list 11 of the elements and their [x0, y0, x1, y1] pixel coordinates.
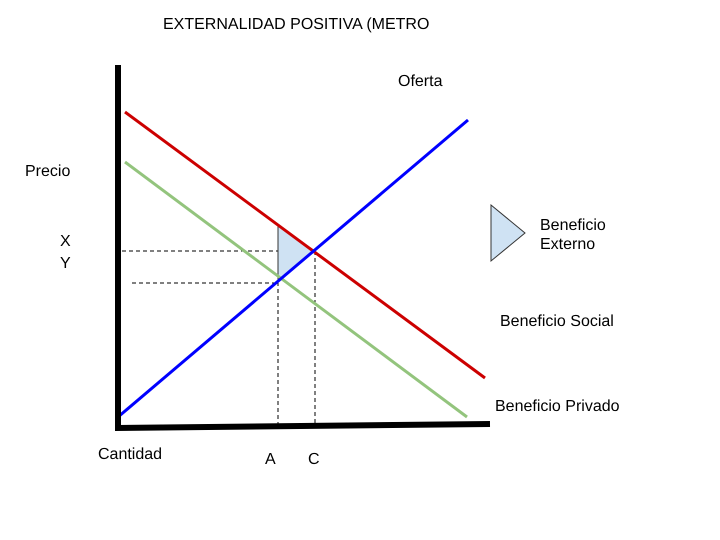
curve-label: Oferta [398, 72, 442, 91]
legend-label: Beneficio Externo [540, 216, 607, 254]
curve-label: Beneficio Social [500, 312, 614, 331]
title: EXTERNALIDAD POSITIVA (METRO [163, 15, 430, 34]
price-label: Y [60, 254, 71, 273]
quantity-label: C [308, 450, 320, 469]
quantity-label: A [265, 450, 276, 469]
curve-label: Beneficio Privado [495, 397, 620, 416]
price-label: X [60, 232, 71, 251]
axis-label: Precio [25, 162, 70, 181]
axis-label: Cantidad [98, 445, 162, 464]
